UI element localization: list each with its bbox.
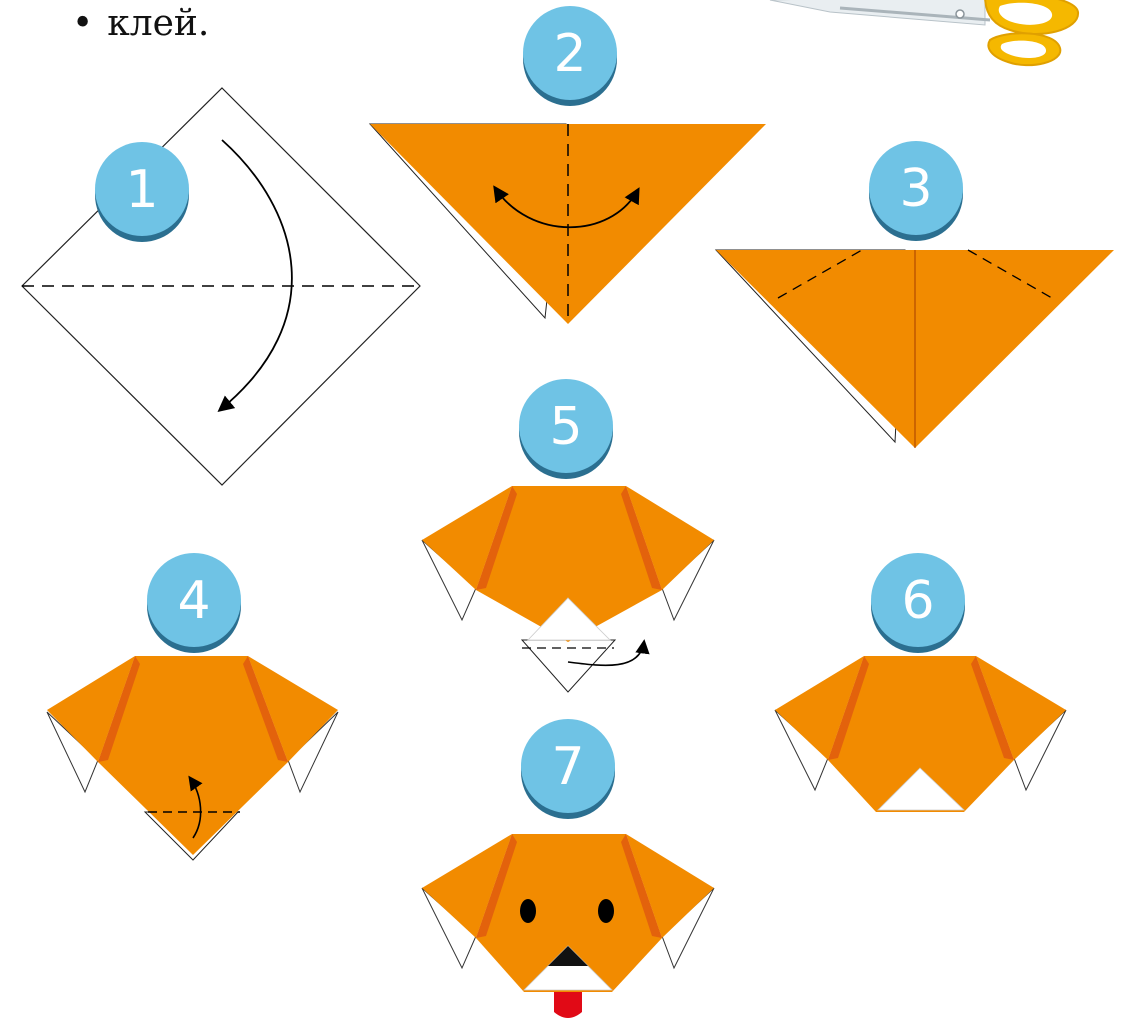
- step-badge-6: 6: [871, 553, 965, 653]
- step-badge-3: 3: [869, 141, 963, 241]
- step-badge-1: 1: [95, 142, 189, 242]
- step-6-figure: [775, 656, 1066, 812]
- step-number: 1: [125, 160, 158, 220]
- step-2-figure: [370, 124, 766, 324]
- left-eye: [520, 899, 536, 923]
- step-number: 6: [901, 571, 934, 631]
- scissors-icon: [770, 0, 1078, 65]
- tongue: [554, 992, 582, 1018]
- step-number: 2: [553, 24, 586, 84]
- step-3-figure: [716, 250, 1114, 448]
- step-4-figure: [47, 656, 338, 860]
- step-badge-5: 5: [519, 379, 613, 479]
- step-badge-4: 4: [147, 553, 241, 653]
- step-number: 4: [177, 571, 210, 631]
- step-7-figure: [422, 834, 714, 1018]
- step-1-figure: [22, 88, 420, 485]
- right-eye: [598, 899, 614, 923]
- step-badge-7: 7: [521, 719, 615, 819]
- step-5-figure: [422, 486, 714, 692]
- step-number: 3: [899, 159, 932, 219]
- step-badge-2: 2: [523, 6, 617, 106]
- step-number: 5: [549, 397, 582, 457]
- step-number: 7: [551, 737, 584, 797]
